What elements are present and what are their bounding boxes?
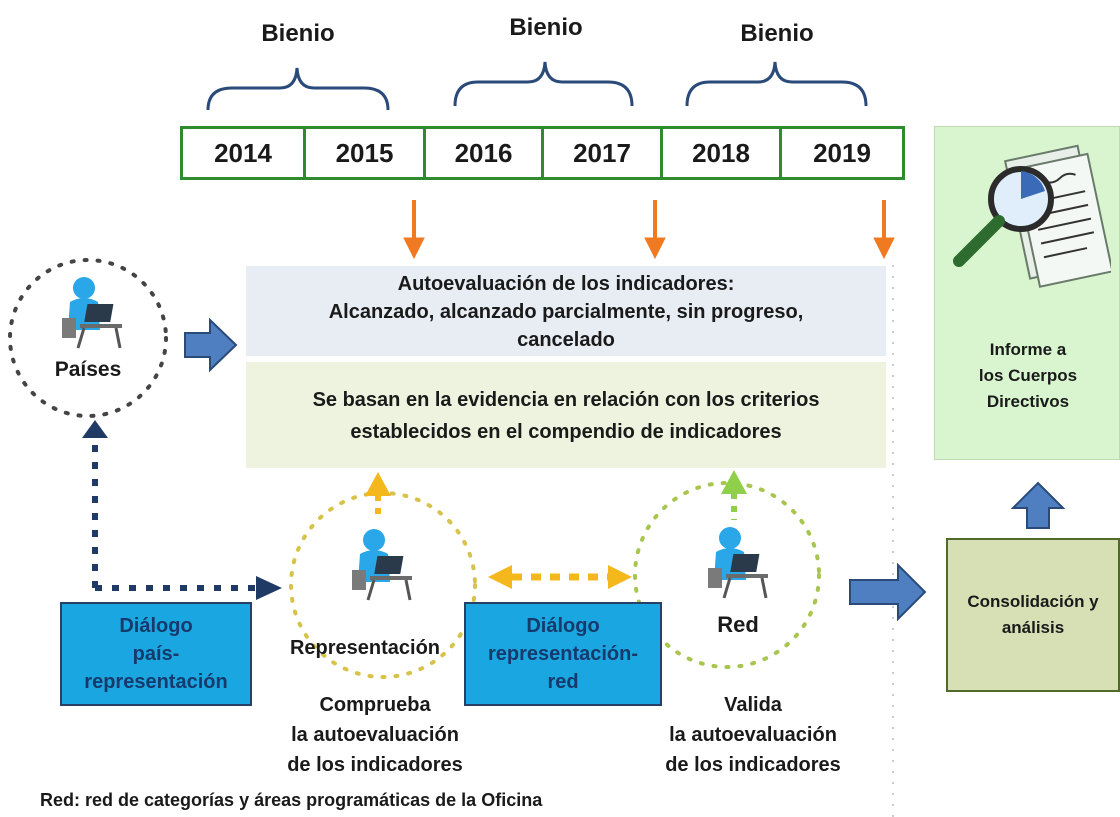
self-evaluation-panel: Autoevaluación de los indicadores: Alcan…	[246, 266, 886, 356]
informe-box: Informe a los Cuerpos Directivos	[934, 126, 1120, 460]
paises-label: Países	[54, 358, 122, 381]
yellow-double-arrow	[488, 565, 632, 589]
bienio-label-3: Bienio	[740, 20, 814, 47]
navy-dotted-connector	[82, 420, 282, 600]
bienio-braces	[206, 61, 868, 111]
dialog-rep-red-line3: red	[547, 671, 579, 693]
consolidacion-line1: Consolidación y	[967, 592, 1099, 611]
dialog-pais-rep-line2: país-	[132, 643, 180, 665]
valida-line2: la autoevaluación	[669, 724, 837, 746]
valida-line3: de los indicadores	[665, 754, 841, 776]
valida-line1: Valida	[724, 694, 782, 716]
orange-arrows	[403, 200, 895, 260]
informe-line1: Informe a	[989, 340, 1067, 359]
comprueba-line3: de los indicadores	[287, 754, 463, 776]
block-arrow-informe	[1010, 481, 1066, 529]
year-cell-2014: 2014	[180, 126, 306, 180]
paises-circle	[8, 258, 168, 418]
panel-top-line1: Autoevaluación de los indicadores:	[397, 273, 735, 295]
panel-bottom-line2: establecidos en el compendio de indicado…	[350, 421, 782, 443]
dialog-pais-representacion: Diálogo país- representación	[60, 602, 252, 706]
person-at-computer-icon	[352, 529, 412, 601]
comprueba-line2: la autoevaluación	[291, 724, 459, 746]
dialog-pais-rep-line1: Diálogo	[119, 615, 193, 637]
consolidacion-line2: análisis	[1001, 618, 1065, 637]
brace-2	[453, 61, 634, 107]
comprueba-caption: Comprueba la autoevaluación de los indic…	[262, 690, 488, 780]
person-at-computer-icon	[708, 527, 768, 599]
evidence-panel: Se basan en la evidencia en relación con…	[246, 362, 886, 468]
dialog-rep-red-line1: Diálogo	[526, 615, 600, 637]
dialog-pais-rep-line3: representación	[84, 671, 228, 693]
bienio-label-2: Bienio	[509, 14, 583, 41]
brace-3	[685, 61, 868, 107]
year-cell-2017: 2017	[541, 126, 663, 180]
block-arrow-consolidacion	[849, 562, 927, 622]
yellow-up-arrow	[365, 472, 391, 520]
comprueba-line1: Comprueba	[319, 694, 431, 716]
bienio-label-1: Bienio	[261, 20, 335, 47]
panel-top-line2: Alcanzado, alcanzado parcialmente, sin p…	[328, 301, 804, 323]
panel-bottom-line1: Se basan en la evidencia en relación con…	[312, 389, 820, 411]
informe-line2: los Cuerpos	[978, 366, 1078, 385]
brace-1	[206, 67, 390, 111]
valida-caption: Valida la autoevaluación de los indicado…	[640, 690, 866, 780]
block-arrow-paises	[184, 317, 238, 373]
year-cell-2019: 2019	[779, 126, 905, 180]
consolidacion-box: Consolidación y análisis	[946, 538, 1120, 692]
representacion-label: Representación	[289, 637, 441, 659]
dialog-rep-red-line2: representación-	[487, 643, 639, 665]
year-cell-2015: 2015	[303, 126, 426, 180]
informe-text: Informe a los Cuerpos Directivos	[935, 337, 1120, 415]
green-up-arrow	[721, 470, 747, 520]
red-label: Red	[717, 612, 759, 637]
year-cell-2016: 2016	[423, 126, 544, 180]
dialog-representacion-red: Diálogo representación- red	[464, 602, 662, 706]
panel-top-line3: cancelado	[517, 329, 615, 351]
magnifier-report-icon	[953, 144, 1111, 288]
informe-line3: Directivos	[986, 392, 1070, 411]
year-cell-2018: 2018	[660, 126, 782, 180]
person-at-computer-icon	[62, 277, 122, 349]
footnote: Red: red de categorías y áreas programát…	[40, 790, 543, 810]
